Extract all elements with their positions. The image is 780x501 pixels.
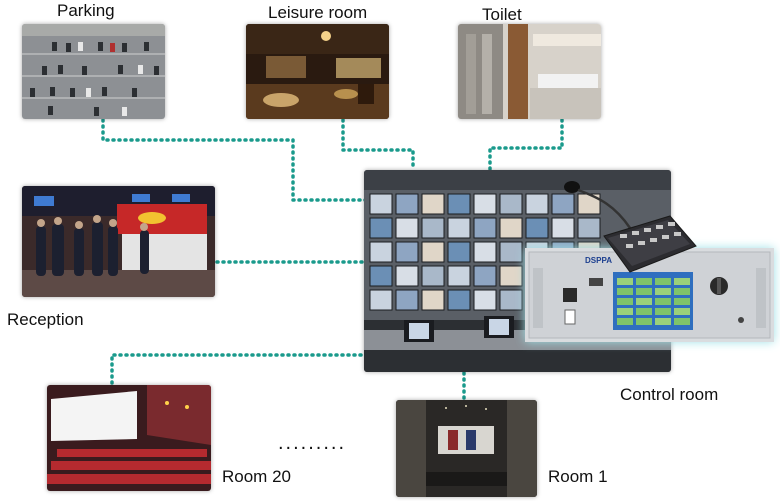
link-parking (101, 118, 372, 202)
link-toilet (488, 118, 564, 172)
label-toilet: Toilet (482, 5, 522, 24)
dsppa-amplifier: DSPPA (525, 248, 774, 342)
link-room20 (110, 353, 372, 385)
reception-photo (22, 186, 215, 297)
toilet-photo (458, 24, 601, 119)
parking-photo (22, 24, 165, 119)
label-room-1: Room 1 (548, 467, 608, 486)
room-1-photo (396, 400, 537, 497)
paging-microphone (564, 181, 697, 273)
room-20-photo (47, 385, 211, 491)
label-leisure-room: Leisure room (268, 3, 368, 22)
label-control-room: Control room (620, 385, 719, 404)
label-parking: Parking (57, 1, 115, 20)
ellipsis-more-rooms: ......... (278, 432, 347, 454)
label-room-20: Room 20 (222, 467, 291, 486)
leisure-room-photo (246, 24, 389, 119)
device-brand-logo: DSPPA (585, 256, 612, 265)
label-reception: Reception (7, 310, 84, 329)
link-leisure (341, 118, 415, 172)
